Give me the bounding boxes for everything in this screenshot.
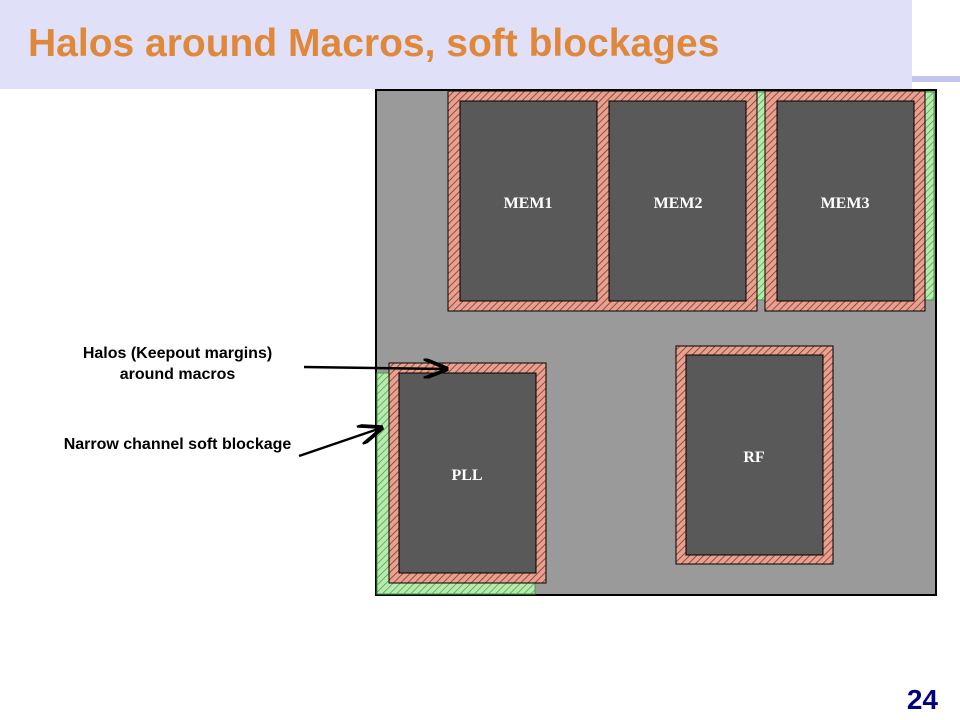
macro-pll — [398, 372, 537, 574]
title-bar — [0, 0, 912, 89]
macro-rf — [685, 354, 824, 556]
macro-label-rf: RF — [743, 449, 765, 466]
narrow-channel-callout-label: Narrow channel soft blockage — [63, 436, 292, 453]
page-number: 24 — [906, 684, 938, 715]
macro-label-pll: PLL — [451, 467, 482, 484]
macro-label-mem1: MEM1 — [504, 195, 553, 212]
macro-mem1 — [459, 100, 598, 302]
macro-mem2 — [608, 100, 747, 302]
title-accent-bar — [912, 76, 960, 82]
macro-label-mem2: MEM2 — [654, 195, 703, 212]
soft-blockage-mem-channel — [756, 91, 766, 301]
slide-title: Halos around Macros, soft blockages — [28, 22, 720, 65]
arrow-halos — [303, 367, 446, 369]
macro-mem3 — [776, 100, 915, 302]
macro-label-mem3: MEM3 — [821, 195, 870, 212]
arrow-narrow-channel — [298, 428, 381, 458]
soft-blockage-right-edge — [924, 91, 935, 301]
halos-callout-label: Halos (Keepout margins) around macros — [82, 345, 273, 383]
